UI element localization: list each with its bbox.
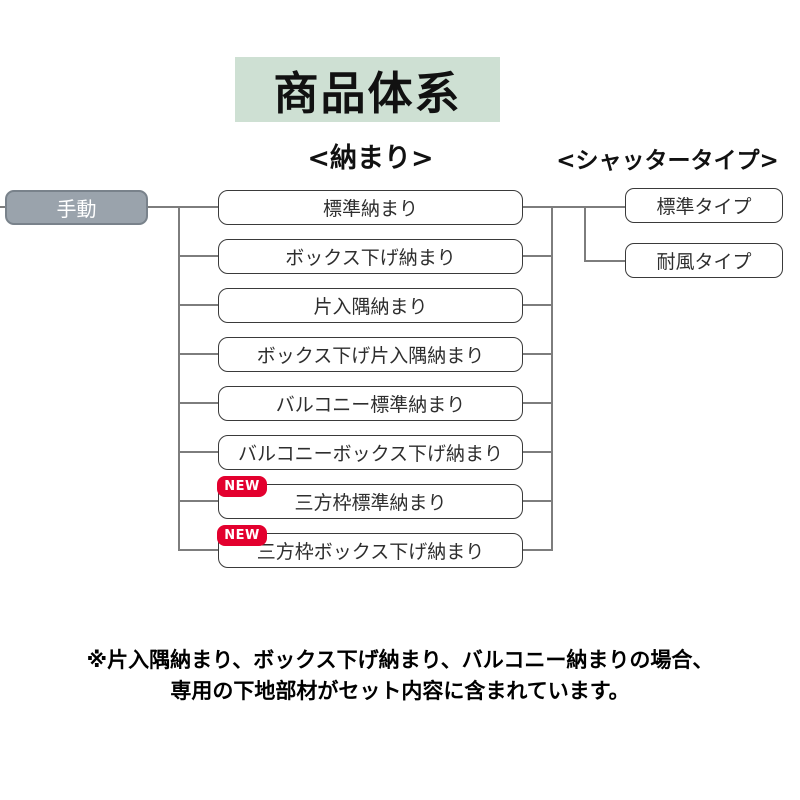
- node-threeway-standard: 三方枠標準納まり: [218, 484, 523, 519]
- new-badge: NEW: [217, 525, 267, 546]
- connector-stub: [178, 500, 218, 502]
- connector-stub: [178, 549, 218, 551]
- node-label: ボックス下げ片入隅納まり: [256, 345, 485, 367]
- connector-stub: [178, 402, 218, 404]
- column-header-nosamari: <納まり>: [307, 143, 434, 174]
- connector-type-trunk: [584, 206, 586, 262]
- node-label: 耐風タイプ: [656, 251, 752, 273]
- node-manual-label: 手動: [56, 197, 97, 221]
- connector-stub: [178, 353, 218, 355]
- connector-stub: [523, 255, 553, 257]
- connector-left-trunk: [178, 206, 180, 551]
- node-box-lowered: ボックス下げ納まり: [218, 239, 523, 274]
- connector-stub: [523, 353, 553, 355]
- node-label: 片入隅納まり: [313, 296, 428, 318]
- connector-left-tick: [0, 206, 6, 208]
- connector-stub: [178, 255, 218, 257]
- node-balcony-box-lowered: バルコニーボックス下げ納まり: [218, 435, 523, 470]
- new-badge-label: NEW: [224, 528, 260, 543]
- connector-right-trunk: [551, 206, 553, 551]
- connector-stub: [178, 206, 218, 208]
- connector-stub: [178, 451, 218, 453]
- node-threeway-box-lowered: 三方枠ボックス下げ納まり: [218, 533, 523, 568]
- connector-extension: [551, 206, 586, 208]
- footnote-line-2: 専用の下地部材がセット内容に含まれています。: [170, 679, 630, 703]
- node-manual: 手動: [5, 190, 148, 225]
- connector-stub: [178, 304, 218, 306]
- node-wind-resistant-type: 耐風タイプ: [625, 243, 783, 278]
- connector-stub: [584, 260, 625, 262]
- node-label: 三方枠標準納まり: [294, 492, 447, 514]
- connector-stub: [523, 206, 553, 208]
- connector-stub: [523, 402, 553, 404]
- node-label: 標準納まり: [322, 198, 418, 220]
- node-label: ボックス下げ納まり: [285, 247, 456, 269]
- node-label: バルコニーボックス下げ納まり: [237, 443, 504, 465]
- node-standard-type: 標準タイプ: [625, 188, 783, 223]
- connector-stub: [523, 451, 553, 453]
- connector-stub: [523, 549, 553, 551]
- column-header-shutter-type: <シャッタータイプ>: [556, 148, 779, 174]
- node-box-lowered-corner: ボックス下げ片入隅納まり: [218, 337, 523, 372]
- connector-root-link: [148, 206, 178, 208]
- node-label: バルコニー標準納まり: [275, 394, 466, 416]
- node-label: 三方枠ボックス下げ納まり: [256, 541, 485, 563]
- node-balcony-standard: バルコニー標準納まり: [218, 386, 523, 421]
- connector-stub: [523, 304, 553, 306]
- connector-stub: [584, 206, 625, 208]
- footnote: ※片入隅納まり、ボックス下げ納まり、バルコニー納まりの場合、 専用の下地部材がセ…: [40, 645, 760, 707]
- page-title: 商品体系: [235, 57, 500, 122]
- new-badge: NEW: [217, 476, 267, 497]
- new-badge-label: NEW: [224, 479, 260, 494]
- connector-stub: [523, 500, 553, 502]
- node-single-corner: 片入隅納まり: [218, 288, 523, 323]
- node-label: 標準タイプ: [656, 196, 752, 218]
- footnote-line-1: ※片入隅納まり、ボックス下げ納まり、バルコニー納まりの場合、: [86, 648, 714, 672]
- node-standard: 標準納まり: [218, 190, 523, 225]
